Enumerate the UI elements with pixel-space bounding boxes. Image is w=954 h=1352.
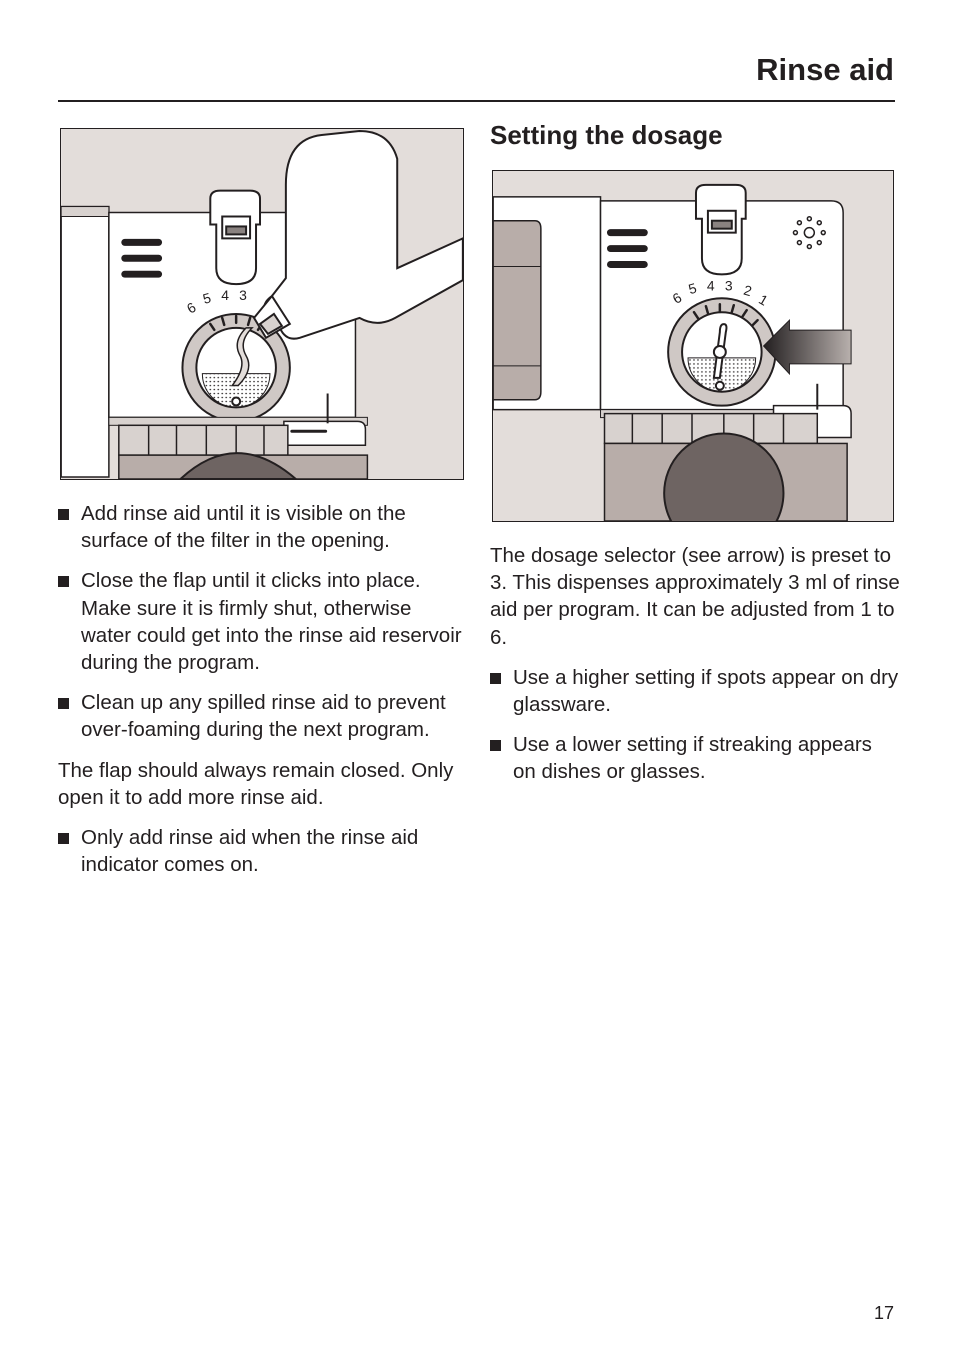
rinse-aid-bottle xyxy=(252,129,463,340)
indicator-instructions-list: Only add rinse aid when the rinse aid in… xyxy=(58,824,466,878)
filling-rinse-aid-illustration: 6 5 4 3 xyxy=(60,128,464,480)
list-item: Only add rinse aid when the rinse aid in… xyxy=(58,824,466,878)
vent-slots xyxy=(121,238,163,278)
bullet-square-icon xyxy=(58,833,69,845)
bullet-square-icon xyxy=(58,509,69,520)
rinse-aid-stream xyxy=(230,327,254,387)
list-item: Add rinse aid until it is visible on the… xyxy=(58,500,466,554)
flap-latch xyxy=(209,189,262,286)
page-number: 17 xyxy=(873,1303,894,1323)
right-column: Setting the dosage xyxy=(490,118,900,799)
dosage-dial xyxy=(667,297,777,407)
flap-latch xyxy=(694,183,747,276)
bullet-square-icon xyxy=(490,740,501,752)
dial-number-5: 5 xyxy=(687,280,699,298)
list-item: Clean up any spilled rinse aid to preven… xyxy=(58,689,466,743)
dosage-selector-illustration: 6 5 4 3 2 1 xyxy=(492,170,894,522)
list-item: Use a lower setting if streaking appears… xyxy=(490,731,900,785)
flap-note-paragraph: The flap should always remain closed. On… xyxy=(58,758,454,809)
dial-number-3: 3 xyxy=(239,287,247,303)
bullet-square-icon xyxy=(58,698,69,710)
dial-number-2: 2 xyxy=(742,282,754,300)
selector-arrow-icon xyxy=(762,318,852,376)
filling-instructions-list: Add rinse aid until it is visible on the… xyxy=(58,500,466,744)
dial-number-5: 5 xyxy=(201,289,213,307)
vent-slots xyxy=(606,229,648,268)
left-column: 6 5 4 3 xyxy=(58,128,466,891)
dosage-description-paragraph: The dosage selector (see arrow) is prese… xyxy=(490,544,900,649)
dial-number-3: 3 xyxy=(725,277,733,293)
list-item: Use a higher setting if spots appear on … xyxy=(490,664,900,718)
rinse-aid-indicator-icon xyxy=(792,215,826,250)
dosage-adjustment-list: Use a higher setting if spots appear on … xyxy=(490,664,900,786)
page-title: Rinse aid xyxy=(756,52,894,87)
dial-number-4: 4 xyxy=(221,287,229,303)
dosage-dial xyxy=(181,312,291,423)
dial-number-4: 4 xyxy=(707,277,715,293)
bullet-square-icon xyxy=(58,576,69,588)
bullet-square-icon xyxy=(490,672,501,684)
section-heading: Setting the dosage xyxy=(490,120,723,150)
header-rule xyxy=(58,100,895,102)
list-item: Close the flap until it clicks into plac… xyxy=(58,567,466,676)
